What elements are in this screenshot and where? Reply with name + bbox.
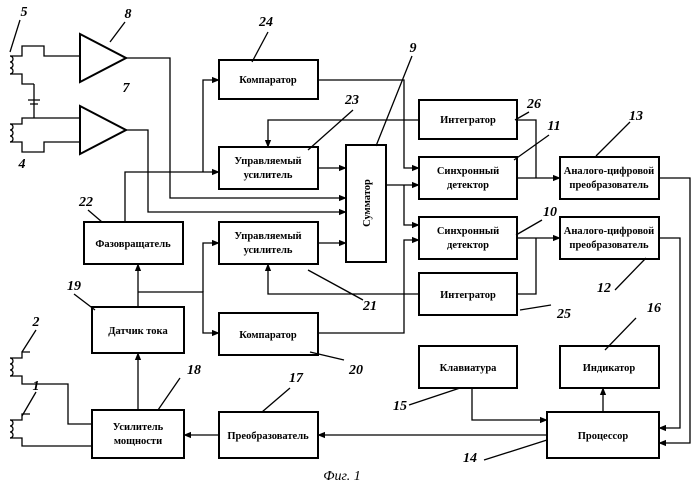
indicator-block: Индикатор: [560, 346, 659, 388]
converter-label: Преобразователь: [227, 431, 309, 442]
summator-block: Сумматор: [346, 145, 386, 262]
ref-12: 12: [597, 281, 611, 296]
controlled-amplifier-bottom-block: Управляемый усилитель: [219, 222, 318, 264]
ref-26: 26: [526, 97, 541, 112]
amplifier-8-triangle: [80, 34, 126, 82]
ground-icon: [28, 84, 40, 118]
comparator-top-label: Компаратор: [239, 75, 297, 86]
ref-24: 24: [258, 15, 273, 30]
ref-1: 1: [33, 379, 40, 394]
ref-10: 10: [543, 205, 557, 220]
ref-15: 15: [393, 399, 407, 414]
ref-14: 14: [463, 451, 477, 466]
adc-bottom-block: Аналого-цифровой преобразователь: [560, 217, 659, 259]
adc-top-line1: Аналого-цифровой: [564, 166, 654, 177]
summator-label: Сумматор: [362, 179, 373, 227]
current-sensor-block: Датчик тока: [92, 307, 184, 353]
controlled-amp-bottom-line2: усилитель: [244, 245, 293, 256]
keyboard-block: Клавиатура: [419, 346, 517, 388]
sync-detector-top-line1: Синхронный: [437, 166, 499, 177]
adc-bottom-line1: Аналого-цифровой: [564, 226, 654, 237]
integrator-bottom-label: Интегратор: [440, 290, 496, 301]
comparator-top-block: Компаратор: [219, 60, 318, 99]
processor-block: Процессор: [547, 412, 659, 458]
adc-top-line2: преобразователь: [569, 180, 649, 191]
controlled-amp-top-line1: Управляемый: [234, 156, 301, 167]
ref-9: 9: [410, 41, 417, 56]
power-amplifier-block: Усилитель мощности: [92, 410, 184, 458]
ref-19: 19: [67, 279, 81, 294]
ref-17: 17: [289, 371, 304, 386]
sync-detector-bottom-line2: детектор: [447, 240, 489, 251]
controlled-amp-top-line2: усилитель: [244, 170, 293, 181]
ref-4: 4: [18, 157, 26, 172]
adc-top-block: Аналого-цифровой преобразователь: [560, 157, 659, 199]
indicator-label: Индикатор: [583, 363, 636, 374]
processor-label: Процессор: [578, 431, 629, 442]
keyboard-label: Клавиатура: [440, 363, 498, 374]
ref-8: 8: [125, 7, 132, 22]
ref-21: 21: [362, 299, 377, 314]
figure-caption: Фиг. 1: [323, 469, 361, 484]
ref-11: 11: [547, 119, 560, 134]
ref-23: 23: [344, 93, 359, 108]
coil-5-icon: [10, 46, 80, 84]
integrator-top-label: Интегратор: [440, 115, 496, 126]
ref-2: 2: [32, 315, 40, 330]
power-amp-line1: Усилитель: [113, 422, 164, 433]
sync-detector-top-block: Синхронный детектор: [419, 157, 517, 199]
ref-22: 22: [78, 195, 93, 210]
adc-bottom-line2: преобразователь: [569, 240, 649, 251]
coil-4-icon: [10, 118, 80, 152]
coil-2-icon: [10, 352, 92, 424]
phase-shifter-label: Фазовращатель: [95, 239, 171, 250]
integrator-bottom-block: Интегратор: [419, 273, 517, 315]
ref-18: 18: [187, 363, 201, 378]
coil-1-icon: [10, 414, 92, 446]
ref-13: 13: [629, 109, 643, 124]
sync-detector-top-line2: детектор: [447, 180, 489, 191]
sync-detector-bottom-block: Синхронный детектор: [419, 217, 517, 259]
amplifier-7-triangle: [80, 106, 126, 154]
controlled-amplifier-top-block: Управляемый усилитель: [219, 147, 318, 189]
comparator-bottom-block: Компаратор: [219, 313, 318, 355]
ref-5: 5: [21, 5, 28, 20]
phase-shifter-block: Фазовращатель: [84, 222, 183, 264]
comparator-bottom-label: Компаратор: [239, 330, 297, 341]
ref-7: 7: [123, 81, 131, 96]
ref-16: 16: [647, 301, 661, 316]
ref-25: 25: [556, 307, 571, 322]
integrator-top-block: Интегратор: [419, 100, 517, 139]
ref-20: 20: [348, 363, 363, 378]
controlled-amp-bottom-line1: Управляемый: [234, 231, 301, 242]
sync-detector-bottom-line1: Синхронный: [437, 226, 499, 237]
current-sensor-label: Датчик тока: [108, 326, 168, 337]
power-amp-line2: мощности: [114, 436, 162, 447]
converter-block: Преобразователь: [219, 412, 318, 458]
